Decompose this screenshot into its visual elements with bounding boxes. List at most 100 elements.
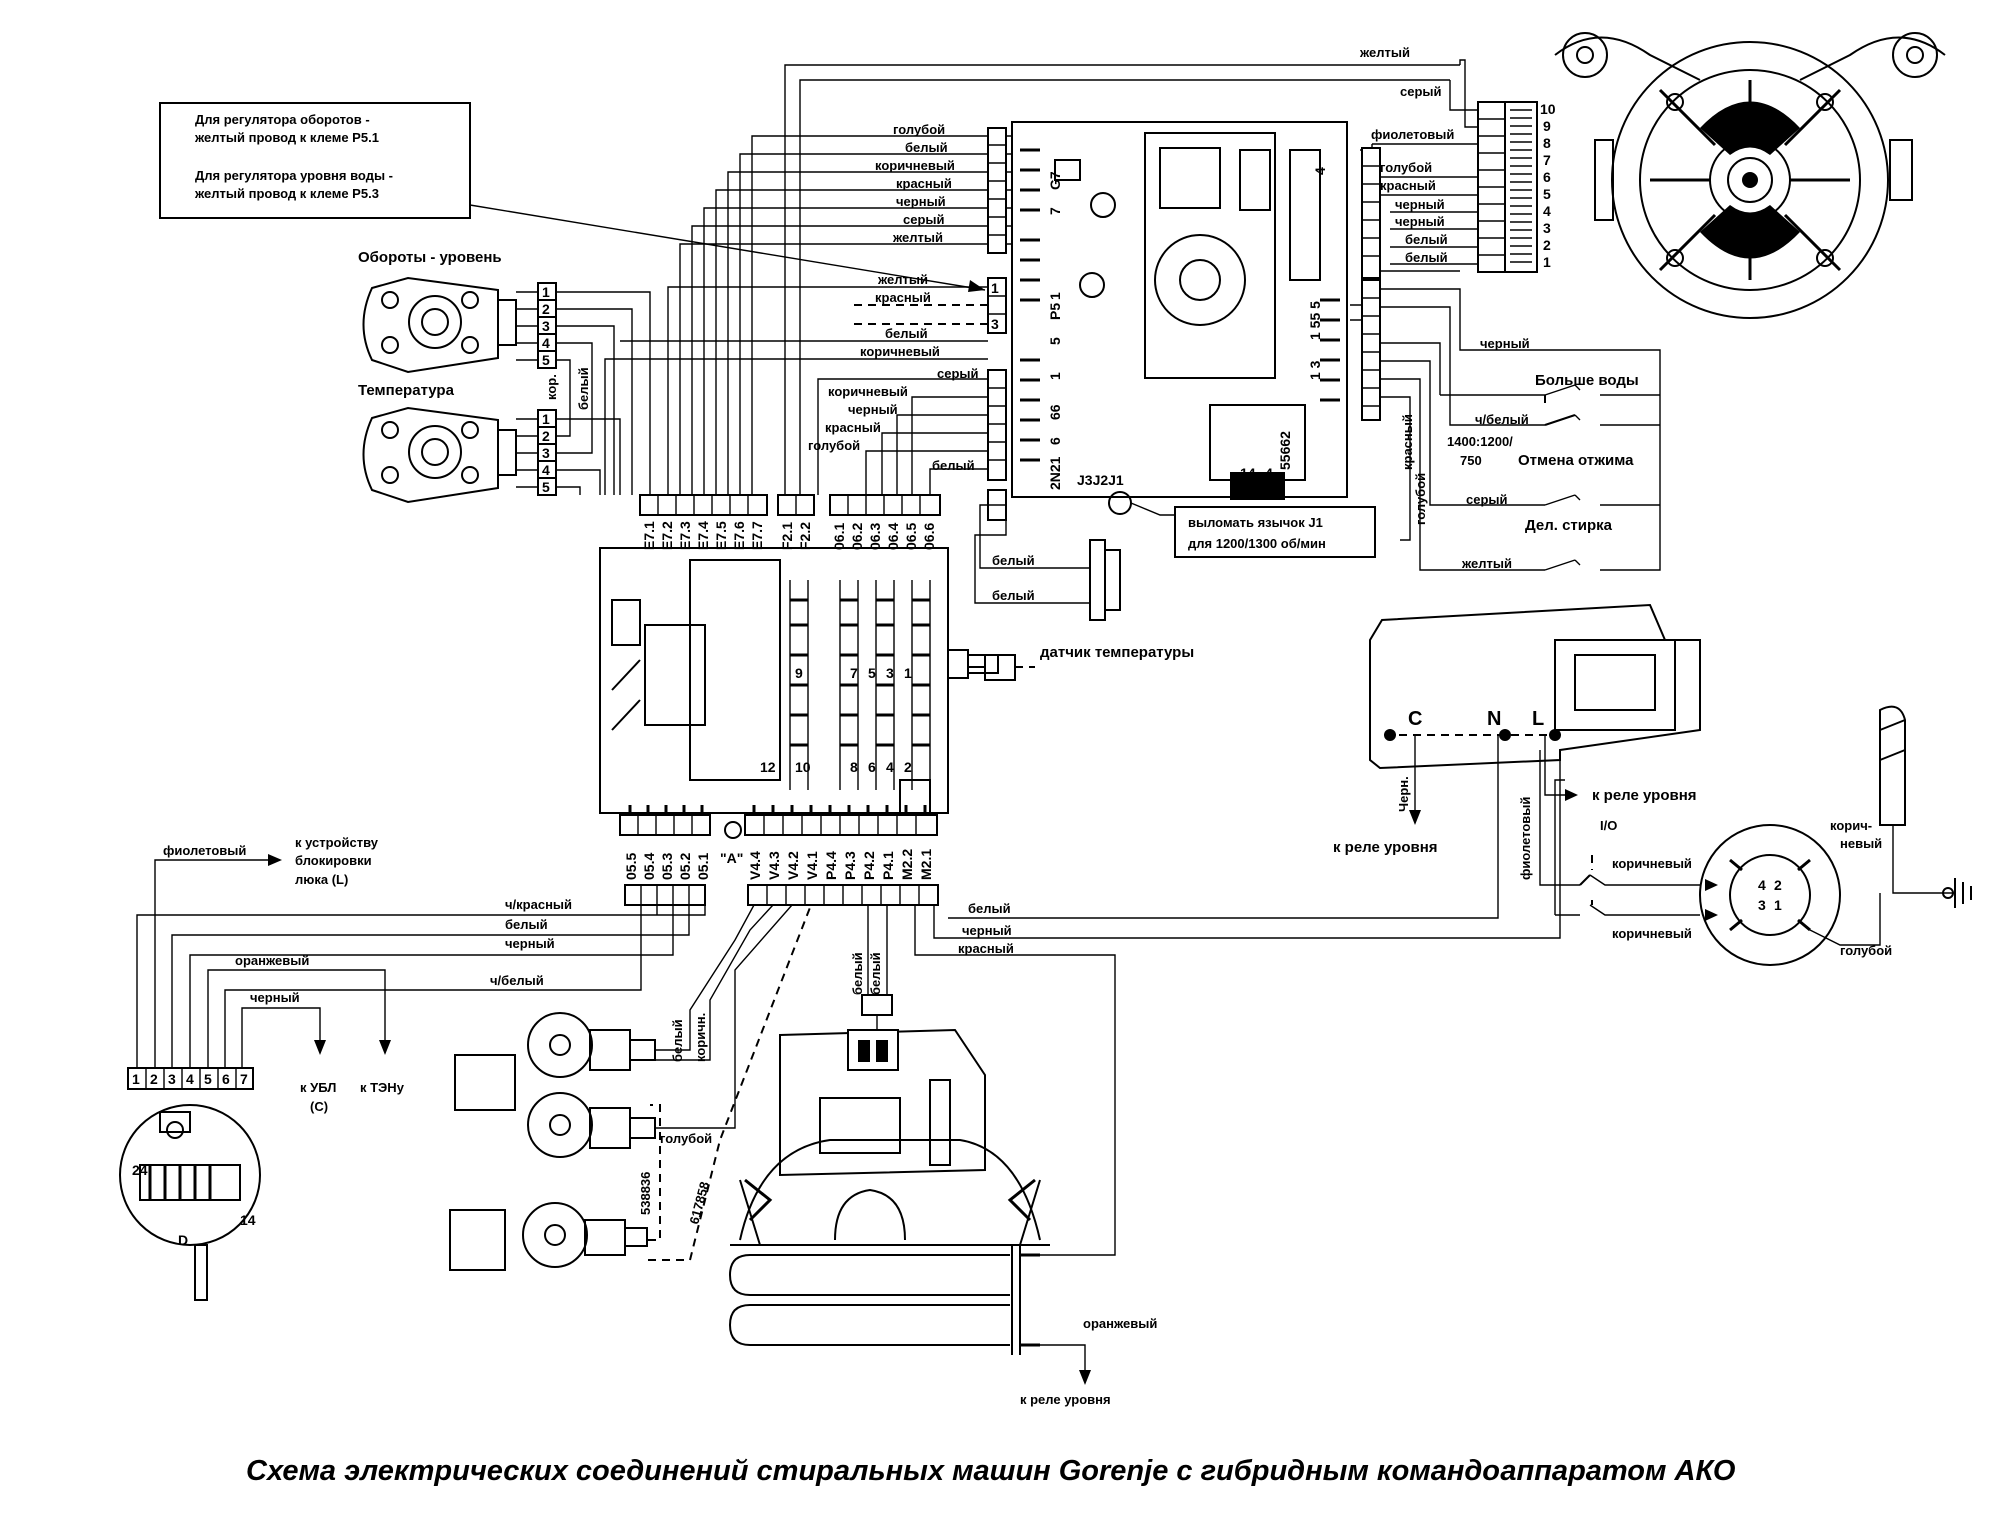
svg-text:M2.2: M2.2: [899, 849, 915, 880]
svg-text:E7.2: E7.2: [659, 521, 675, 550]
svg-text:4: 4: [186, 1071, 194, 1087]
svg-text:1: 1: [991, 280, 999, 296]
board-wires-mid: желтый красный белый коричневый: [604, 272, 988, 495]
level-brown-2: коричневый: [1612, 926, 1692, 941]
svg-text:9: 9: [795, 665, 803, 681]
svg-text:белый: белый: [905, 140, 948, 155]
svg-text:5: 5: [542, 479, 550, 495]
lock-c: C: [1408, 708, 1422, 730]
bottom-terminals-left: [619, 805, 711, 836]
svg-text:05.1: 05.1: [695, 853, 711, 880]
level-blue: голубой: [1840, 943, 1892, 958]
svg-text:2: 2: [904, 759, 912, 775]
note-line-3: Для регулятора уровня воды -: [195, 168, 393, 183]
svg-text:05.3: 05.3: [659, 853, 675, 880]
valve-1: [454, 1012, 656, 1111]
svg-text:красный: красный: [896, 176, 952, 191]
io-label: I/O: [1600, 818, 1617, 833]
svg-text:черный: черный: [1480, 336, 1530, 351]
svg-text:черный: черный: [848, 402, 898, 417]
svg-text:ч/красный: ч/красный: [505, 897, 572, 912]
svg-text:коричн.: коричн.: [693, 1013, 708, 1062]
board-code-13: 1 3: [1307, 360, 1323, 380]
svg-text:2: 2: [542, 301, 550, 317]
valve-3: [449, 1202, 648, 1271]
svg-text:8: 8: [850, 759, 858, 775]
svg-text:оранжевый: оранжевый: [1083, 1316, 1157, 1331]
motor-wires: желтый серый фиолетовый голубой красный …: [1350, 45, 1478, 421]
svg-text:P4.2: P4.2: [861, 851, 877, 880]
note-line-1: Для регулятора оборотов -: [195, 112, 370, 127]
svg-text:красный: красный: [958, 941, 1014, 956]
svg-text:5: 5: [204, 1071, 212, 1087]
svg-text:5: 5: [868, 665, 876, 681]
valves: белый коричн. голубой 538836 617858: [449, 904, 812, 1271]
svg-text:серый: серый: [1466, 492, 1508, 507]
svg-text:выломать язычок J1: выломать язычок J1: [1188, 515, 1323, 530]
board-code-55662: 55662: [1277, 431, 1293, 470]
svg-text:голубой: голубой: [1380, 160, 1432, 175]
svg-text:4: 4: [886, 759, 894, 775]
temperature-sensor: белый белый датчик температуры: [968, 504, 1194, 681]
heater: оранжевый к реле уровня: [728, 905, 1157, 1407]
svg-text:коричневый: коричневый: [875, 158, 955, 173]
jumper-note: выломать язычок J1 для 1200/1300 об/мин: [1130, 502, 1376, 558]
svg-text:7: 7: [1543, 152, 1551, 168]
svg-text:7: 7: [850, 665, 858, 681]
del-wash-label: Дел. стирка: [1525, 517, 1613, 534]
svg-text:белый: белый: [992, 553, 1035, 568]
svg-text:ч/белый: ч/белый: [490, 973, 544, 988]
svg-text:06.6: 06.6: [921, 523, 937, 550]
white-label-selector: белый: [576, 367, 591, 410]
board-code-4b: 4: [1265, 465, 1273, 481]
board-wires-low: серый коричневый черный красный голубой …: [784, 64, 1460, 495]
svg-text:M2.1: M2.1: [918, 849, 934, 880]
svg-text:E7.4: E7.4: [695, 521, 711, 550]
board-code-7: 7: [1047, 207, 1063, 215]
svg-text:V4.3: V4.3: [766, 851, 782, 880]
svg-text:6: 6: [222, 1071, 230, 1087]
svg-text:белый: белый: [505, 917, 548, 932]
temperature-label: Температура: [358, 382, 455, 399]
svg-text:черный: черный: [896, 194, 946, 209]
svg-text:1: 1: [1543, 254, 1551, 270]
svg-text:фиолетовый: фиолетовый: [1371, 127, 1454, 142]
svg-text:06.5: 06.5: [903, 523, 919, 550]
svg-text:3: 3: [542, 318, 550, 334]
svg-text:06.3: 06.3: [867, 523, 883, 550]
svg-text:красный: красный: [825, 420, 881, 435]
svg-text:черный: черный: [250, 990, 300, 1005]
svg-text:10: 10: [795, 759, 811, 775]
svg-text:3: 3: [1543, 220, 1551, 236]
to-lock-2: блокировки: [295, 853, 372, 868]
programmer: E7.1 E7.2 E7.3 E7.4 E7.5 E7.6 E7.7 F2.1 …: [599, 494, 999, 906]
board-code-5: 5: [1047, 337, 1063, 345]
motor: [1554, 32, 1946, 319]
svg-text:3: 3: [886, 665, 894, 681]
cancel-spin-label: Отмена отжима: [1518, 452, 1634, 469]
svg-text:5: 5: [542, 352, 550, 368]
svg-text:голубой: голубой: [808, 438, 860, 453]
svg-text:коричневый: коричневый: [860, 344, 940, 359]
svg-text:8: 8: [1543, 135, 1551, 151]
drain-motor: белый белый: [730, 905, 1050, 1246]
e7-terminals: [639, 494, 768, 516]
svg-text:2: 2: [150, 1071, 158, 1087]
svg-text:голубой: голубой: [660, 1131, 712, 1146]
svg-text:черный: черный: [962, 923, 1012, 938]
speed-level-terminals: 1 2 3 4 5: [537, 282, 557, 369]
svg-text:3: 3: [991, 316, 999, 332]
svg-text:V4.1: V4.1: [804, 851, 820, 880]
svg-text:F2.1: F2.1: [779, 522, 795, 550]
svg-text:05.2: 05.2: [677, 853, 693, 880]
level-brown-top-2: невый: [1840, 836, 1882, 851]
speeds-2: 750: [1460, 453, 1482, 468]
svg-text:2: 2: [542, 428, 550, 444]
svg-text:черный: черный: [1395, 214, 1445, 229]
svg-text:4: 4: [542, 462, 550, 478]
svg-text:1: 1: [904, 665, 912, 681]
board-code-4: 4: [1312, 167, 1328, 175]
board-code-p5: P5: [1047, 303, 1063, 320]
svg-text:белый: белый: [868, 952, 883, 995]
